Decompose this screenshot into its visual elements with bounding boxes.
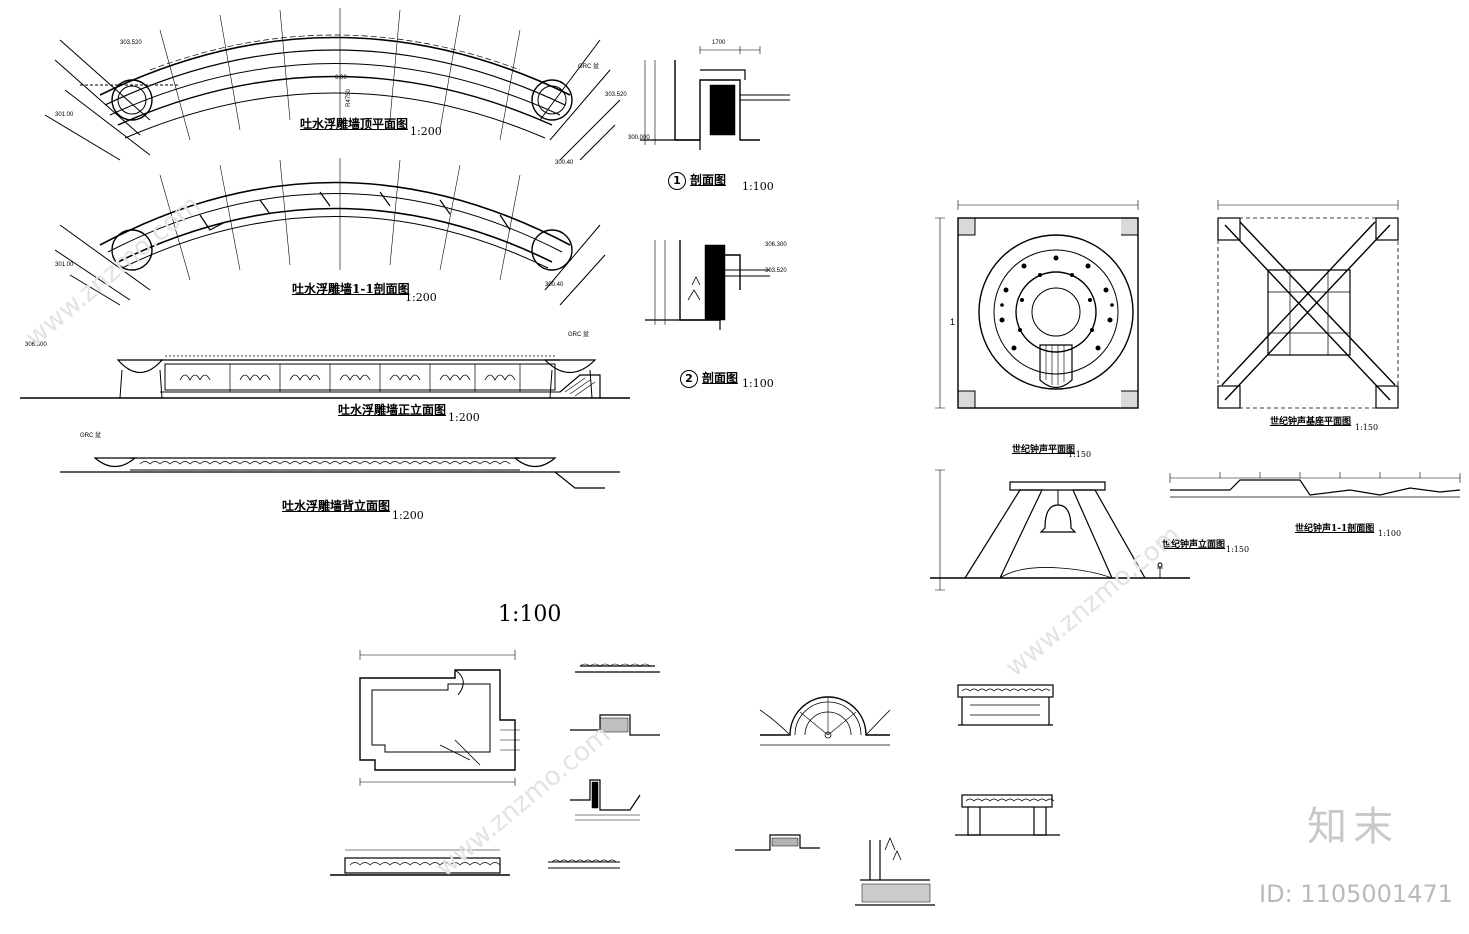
id-watermark: ID: 1105001471 (1259, 880, 1453, 908)
elev-label-a: 303.520 (120, 40, 142, 46)
section-1-title: 剖面图 (690, 173, 727, 187)
section-11-title: 吐水浮雕墙1-1剖面图 (292, 282, 410, 296)
section-11-scale: 1:200 (405, 291, 437, 304)
section-1-detail (640, 46, 790, 150)
elev-label-d: 300.40 (555, 160, 574, 166)
elev-label-h: 300.000 (628, 135, 650, 141)
bell-elevation-view (930, 469, 1190, 591)
elev-label-f: 300.40 (545, 282, 564, 288)
bench-elevation-views (955, 684, 1060, 836)
bell-base-plan-view (1217, 200, 1399, 409)
dim-label-6000: 6.00 (335, 75, 347, 81)
bell-plan-title: 世纪钟声平面图 (1012, 445, 1076, 455)
back-elev-title: 吐水浮雕墙背立面图 (282, 499, 391, 513)
bell-section-scale: 1:100 (1378, 529, 1402, 538)
elev-label-g: 306.300 (25, 342, 47, 348)
mid-sheet-scale: 1:100 (498, 602, 562, 627)
front-elev-scale: 1:200 (448, 411, 480, 424)
bell-section-title: 世纪钟声1-1剖面图 (1295, 524, 1375, 534)
grc-label-1: GRC 盆 (578, 64, 600, 70)
section-2-detail (645, 240, 770, 330)
section-2-title: 剖面图 (702, 371, 739, 385)
bell-elev-scale: 1:150 (1226, 545, 1250, 554)
dim-label-1700: 1700 (712, 40, 726, 46)
brand-watermark: 知末 (1307, 804, 1399, 850)
section-11-view (54, 158, 606, 306)
section-2-number: 2 (680, 370, 698, 388)
grc-label-2: GRC 盆 (568, 332, 590, 338)
front-elevation-view (20, 355, 630, 399)
section-1-title-group: 1 剖面图 (668, 172, 726, 190)
elev-label-j: 303.520 (765, 268, 787, 274)
elev-label-c: 301.00 (55, 112, 74, 118)
front-elev-title: 吐水浮雕墙正立面图 (338, 403, 447, 417)
grc-label-3: GRC 盆 (80, 433, 102, 439)
back-elevation-view (60, 457, 620, 489)
bell-base-scale: 1:150 (1355, 423, 1379, 432)
section-2-scale: 1:100 (742, 377, 774, 390)
bell-base-title: 世纪钟声基座平面图 (1270, 417, 1352, 427)
section-mark: 1 (950, 317, 956, 327)
bell-plan-scale: 1:150 (1068, 450, 1092, 459)
plaza-plan-view (759, 696, 891, 746)
pool-plan-view (359, 650, 520, 786)
plan-top-title: 吐水浮雕墙顶平面图 (300, 117, 409, 131)
plan-top-view (44, 8, 621, 161)
dim-label-radius: R4750 (345, 89, 352, 107)
plan-top-scale: 1:200 (410, 125, 442, 138)
section-2-title-group: 2 剖面图 (680, 370, 738, 388)
elev-label-b: 303.520 (605, 92, 627, 98)
section-1-number: 1 (668, 172, 686, 190)
section-1-scale: 1:100 (742, 180, 774, 193)
elev-label-i: 306.300 (765, 242, 787, 248)
bell-plan-view (935, 200, 1139, 409)
pool-elevation-view (330, 849, 510, 876)
bell-section-view (1169, 472, 1461, 498)
bell-elev-title: 世纪钟声立面图 (1162, 540, 1226, 550)
small-details (548, 663, 660, 869)
elev-label-e: 301.00 (55, 262, 74, 268)
back-elev-scale: 1:200 (392, 509, 424, 522)
lower-small-details (735, 834, 935, 906)
